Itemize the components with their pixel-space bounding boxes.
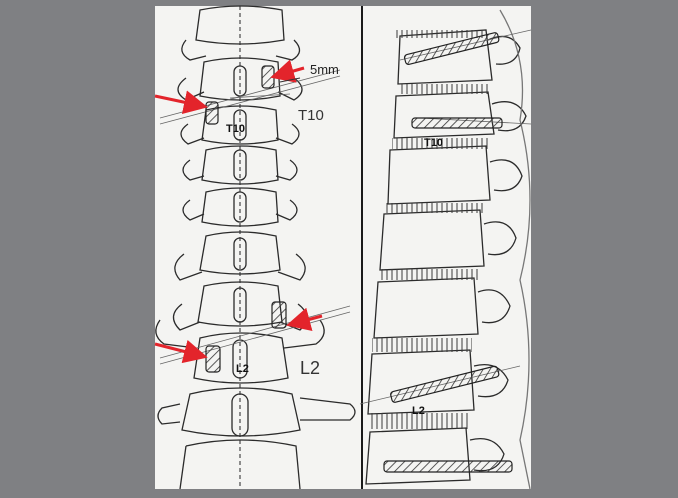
right-upper-level-label: T10: [424, 137, 443, 149]
left-upper-level-label: T10: [226, 123, 245, 135]
screw-left-lower-left: [206, 346, 220, 372]
left-lower-level-label: L2: [236, 363, 249, 375]
screw-right-t10: [412, 118, 502, 128]
paper: [155, 6, 531, 489]
screw-left-lower-right: [272, 302, 286, 328]
frame-right: [531, 0, 678, 498]
frame-bottom: [0, 489, 678, 498]
screw-right-bottom: [384, 461, 512, 472]
screw-left-upper-right: [262, 66, 274, 88]
right-lower-level-label: L2: [412, 405, 425, 417]
frame-left: [0, 0, 155, 498]
measure-label: 5mm: [310, 62, 339, 77]
frame-top: [0, 0, 678, 6]
screw-left-upper-left: [206, 102, 218, 124]
left-lower-level-handwritten: L2: [300, 358, 320, 378]
left-upper-level-handwritten: T10: [298, 107, 324, 124]
